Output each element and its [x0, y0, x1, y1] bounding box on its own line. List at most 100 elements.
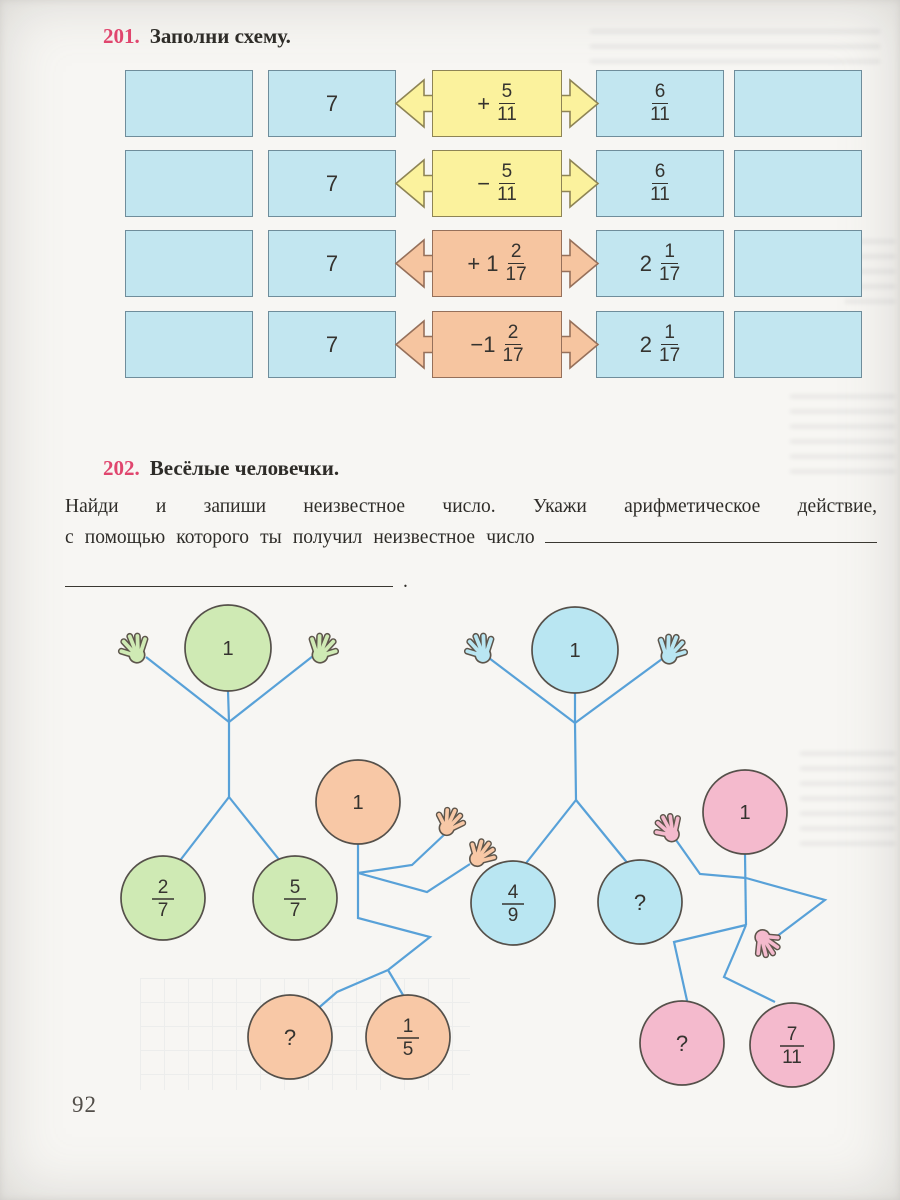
head-value: 1 — [569, 640, 580, 662]
head-circle-blue — [531, 606, 619, 694]
foot-circle-blue — [597, 859, 683, 945]
schema-given-box: 7 — [268, 311, 396, 378]
task-202-number: 202. — [103, 456, 140, 480]
foot-circle-green — [120, 855, 206, 941]
schema-empty-box — [734, 70, 862, 137]
given-value: 7 — [325, 170, 339, 196]
given-value: 7 — [325, 331, 339, 357]
hand-icon — [748, 924, 783, 960]
foot-circle-pink — [639, 1000, 725, 1086]
schema-empty-box — [734, 311, 862, 378]
task-202-heading: 202. Весёлые человечки. — [103, 456, 339, 481]
operation-sign: −1 — [470, 331, 496, 357]
schema-empty-box — [734, 150, 862, 217]
foot-fraction: 1 5 — [397, 1016, 419, 1060]
funny-people-figure: 1 2 7 5 7 1 4 9 ? 1 ? 1 — [0, 604, 835, 1088]
hand-icon — [652, 812, 686, 847]
schema-empty-box — [125, 311, 253, 378]
foot-fraction: 7 11 — [780, 1024, 804, 1068]
operation-sign: + — [477, 90, 491, 116]
hand-icon — [431, 805, 466, 841]
answer-blank-line — [65, 565, 393, 587]
bleedthrough-smudge — [790, 395, 895, 475]
operation-sign: − — [477, 170, 491, 196]
svg-text:9: 9 — [508, 905, 519, 926]
head-value: 1 — [222, 638, 233, 660]
head-circle-green — [184, 604, 272, 692]
task-201-number: 201. — [103, 24, 140, 48]
svg-text:7: 7 — [787, 1024, 798, 1045]
head-value: 1 — [739, 802, 750, 824]
unknown-value: ? — [284, 1025, 296, 1050]
hand-icon — [464, 632, 498, 667]
hand-icon — [305, 632, 339, 667]
hand-icon — [654, 633, 688, 668]
operation-sign: + 1 — [467, 250, 499, 276]
foot-circle-blue — [470, 860, 556, 946]
head-value: 1 — [352, 792, 363, 814]
page-number: 92 — [72, 1092, 97, 1117]
foot-circle-orange — [247, 994, 333, 1080]
foot-circle-green — [252, 855, 338, 941]
task-202-line2: с помощью которого ты получил неизвестно… — [65, 522, 877, 553]
task-202-line3: . — [65, 565, 877, 596]
schema-given-box: 7 — [268, 230, 396, 297]
foot-fraction: 4 9 — [502, 882, 524, 926]
stick-lines — [145, 655, 828, 1012]
schema-empty-box — [125, 70, 253, 137]
svg-text:5: 5 — [403, 1039, 414, 1060]
foot-fraction: 5 7 — [284, 877, 306, 921]
unknown-value: ? — [676, 1031, 688, 1056]
schema-empty-box — [125, 150, 253, 217]
result-whole: 2 — [639, 250, 653, 276]
task-202-title: Весёлые человечки. — [149, 456, 340, 480]
task-202-text: Найди и запиши неизвестное число. Укажи … — [65, 492, 877, 597]
head-circle-pink — [702, 769, 788, 855]
svg-text:4: 4 — [508, 882, 519, 903]
hand-icon — [118, 632, 152, 667]
given-value: 7 — [325, 250, 339, 276]
schema-given-box: 7 — [268, 70, 396, 137]
svg-text:7: 7 — [158, 900, 169, 921]
unknown-value: ? — [634, 890, 646, 915]
task-201-heading: 201. Заполни схему. — [103, 24, 291, 49]
svg-text:11: 11 — [782, 1047, 802, 1068]
foot-circle-orange — [365, 994, 451, 1080]
svg-text:7: 7 — [290, 900, 301, 921]
foot-fraction: 2 7 — [152, 877, 174, 921]
given-value: 7 — [325, 90, 339, 116]
task-201-title: Заполни схему. — [149, 24, 291, 48]
schema-given-box: 7 — [268, 150, 396, 217]
svg-text:1: 1 — [403, 1016, 414, 1037]
bleedthrough-smudge — [800, 752, 895, 847]
task-202-line1: Найди и запиши неизвестное число. Укажи … — [65, 496, 877, 517]
svg-text:5: 5 — [290, 877, 301, 898]
foot-circle-pink — [749, 1002, 835, 1088]
schema-empty-box — [125, 230, 253, 297]
bleedthrough-smudge — [590, 30, 880, 64]
result-whole: 2 — [639, 331, 653, 357]
head-circle-orange — [315, 759, 401, 845]
